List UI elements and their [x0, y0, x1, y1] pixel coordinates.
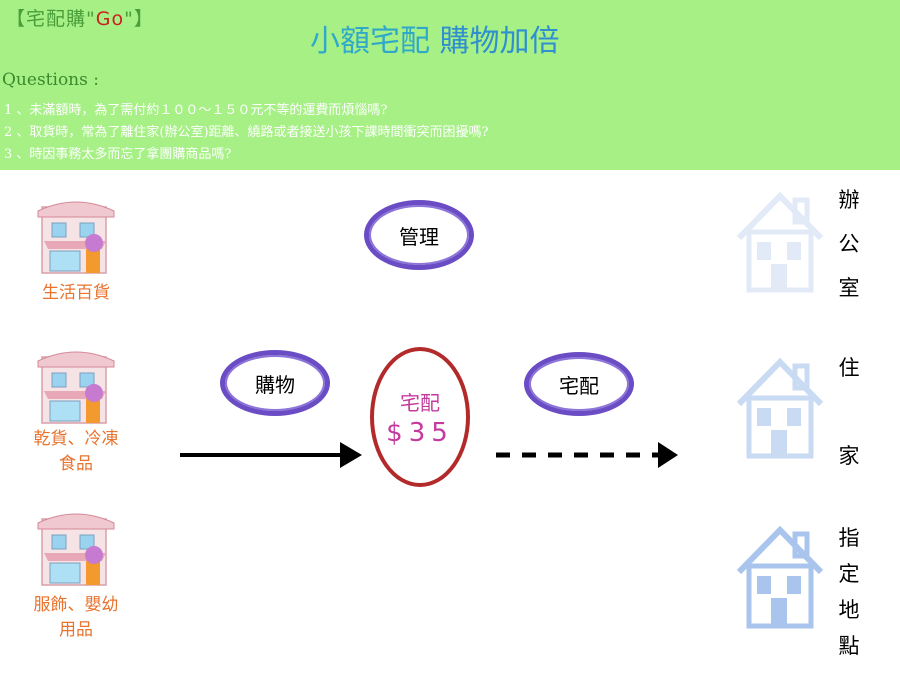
deliver-arrow	[496, 442, 678, 468]
designated-house-icon	[736, 525, 824, 629]
store-label-clothing: 服飾、嬰幼 用品	[33, 595, 119, 640]
deliver-oval: 宅配	[524, 352, 634, 416]
manage-label: 管理	[399, 224, 439, 249]
question-item: 2 、取貨時，常為了離住家(辦公室)距離、繞路或者接送小孩下課時間衝突而困擾嗎?	[4, 125, 489, 140]
delivery-center-oval: 宅配 $35	[370, 347, 470, 487]
home-house-icon	[736, 357, 824, 459]
store-label-food: 乾貨、冷凍 食品	[33, 429, 119, 474]
destination-office-label: 辦 公 室	[838, 188, 860, 300]
headline-part1: 小額宅配	[310, 24, 430, 59]
header-banner	[0, 0, 900, 170]
store-icon	[37, 351, 115, 424]
office-house-icon	[736, 191, 824, 293]
question-item: 1 、未滿額時，為了需付約１００～１５０元不等的運費而煩惱嗎?	[4, 103, 388, 118]
destination-home-label: 住 家	[838, 356, 860, 468]
store-label-daily: 生活百貨	[42, 283, 110, 303]
destination-designated-label: 指 定 地 點	[838, 526, 860, 658]
center-price: $35	[386, 417, 454, 448]
questions-title: Questions :	[2, 70, 99, 90]
brand-title: 【宅配購"Go"】	[6, 8, 154, 30]
headline: 小額宅配 購物加倍	[310, 16, 560, 60]
shop-arrow	[180, 442, 362, 468]
shop-label: 購物	[255, 372, 295, 397]
brand-go: Go	[95, 8, 125, 30]
shop-oval: 購物	[220, 350, 330, 416]
headline-part2: 購物加倍	[439, 24, 560, 59]
questions-list: 1 、未滿額時，為了需付約１００～１５０元不等的運費而煩惱嗎? 2 、取貨時，常…	[4, 100, 489, 166]
store-icon	[37, 201, 115, 274]
manage-oval: 管理	[364, 200, 474, 270]
center-title: 宅配	[400, 390, 440, 415]
deliver-label: 宅配	[559, 373, 599, 398]
store-icon	[37, 513, 115, 586]
question-item: 3 、時因事務太多而忘了拿團購商品嗎?	[4, 147, 232, 162]
